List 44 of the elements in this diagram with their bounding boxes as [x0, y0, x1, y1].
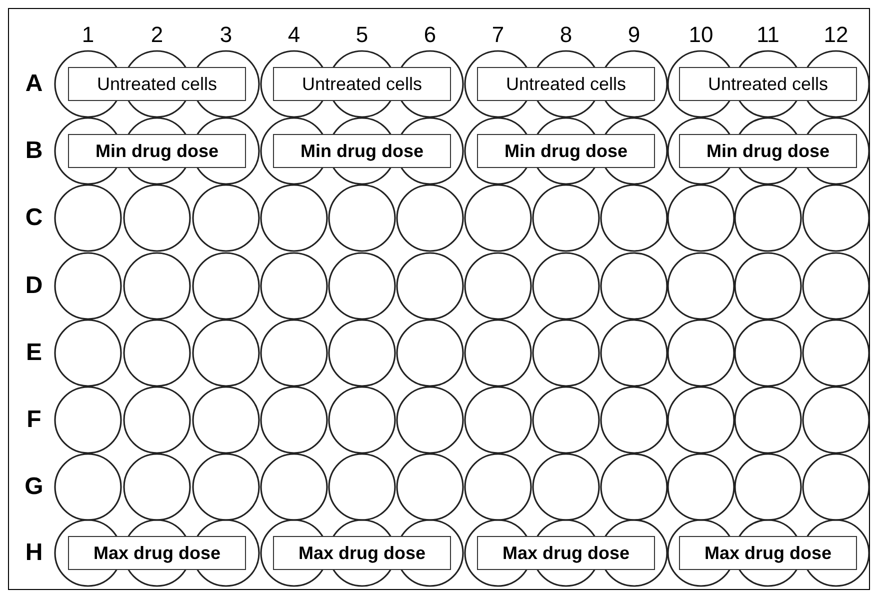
- column-number: 1: [80, 24, 96, 46]
- column-number: 12: [822, 24, 850, 46]
- label-text: Min drug dose: [504, 140, 628, 163]
- label-text: Untreated cells: [96, 72, 218, 96]
- column-number: 7: [490, 24, 506, 46]
- label-text: Max drug dose: [502, 542, 630, 565]
- label-text: Max drug dose: [704, 542, 832, 565]
- label-box: [273, 134, 451, 168]
- label-box: [68, 134, 246, 168]
- label-box: [679, 134, 857, 168]
- label-box: [679, 536, 857, 570]
- column-number: 5: [354, 24, 370, 46]
- label-text: Untreated cells: [506, 72, 626, 96]
- column-number: 4: [286, 24, 302, 46]
- label-box: [68, 67, 246, 101]
- row-letter: A: [24, 72, 44, 96]
- column-number: 11: [756, 24, 780, 46]
- column-number: 2: [150, 24, 164, 46]
- column-number: 10: [688, 24, 714, 46]
- label-text: Max drug dose: [93, 542, 221, 565]
- column-number: 6: [422, 24, 438, 46]
- label-text: Untreated cells: [708, 72, 828, 96]
- row-letter: D: [24, 274, 44, 298]
- column-number: 8: [558, 24, 574, 46]
- label-text: Min drug dose: [300, 140, 424, 163]
- label-box: [477, 134, 655, 168]
- label-text: Untreated cells: [302, 72, 422, 96]
- row-letter: B: [24, 139, 44, 163]
- label-text: Min drug dose: [706, 140, 830, 163]
- column-number: 9: [626, 24, 642, 46]
- label-box: [273, 536, 451, 570]
- row-letter: H: [24, 541, 44, 565]
- row-letter: E: [24, 341, 43, 365]
- column-number: 3: [218, 24, 234, 46]
- row-letter: C: [24, 206, 44, 230]
- label-box: [477, 536, 655, 570]
- label-box: [273, 67, 451, 101]
- label-box: [68, 536, 246, 570]
- label-box: [477, 67, 655, 101]
- row-letter: G: [24, 475, 44, 499]
- label-text: Max drug dose: [298, 542, 426, 565]
- row-letter: F: [26, 408, 42, 432]
- label-box: [679, 67, 857, 101]
- label-text: Min drug dose: [96, 140, 218, 163]
